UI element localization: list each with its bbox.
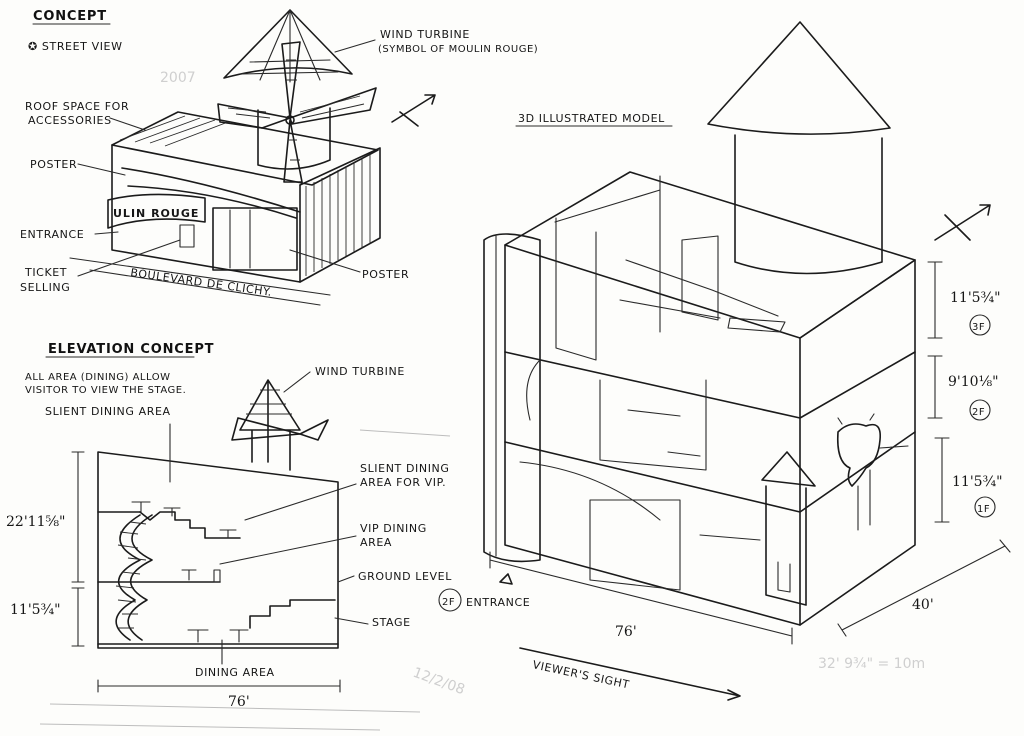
floor-2f-badge: 2F	[972, 407, 985, 418]
elevation-dim-lower: 11'5¾"	[10, 602, 61, 618]
ghost-number: 2007	[160, 70, 196, 86]
elevation-title: ELEVATION CONCEPT	[48, 342, 214, 357]
model-dim-width: 76'	[615, 624, 637, 640]
elevation-turbine-label: WIND TURBINE	[315, 365, 405, 378]
scale-note: 32' 9¾" = 10m	[818, 656, 925, 672]
elevation-note-1: ALL AREA (DINING) ALLOW	[25, 372, 170, 383]
model-title: 3D ILLUSTRATED MODEL	[518, 112, 665, 125]
entrance-label: ENTRANCE	[20, 228, 84, 241]
ticket-label-1: TICKET	[24, 266, 67, 279]
moulin-rouge-sign: ULIN ROUGE	[113, 207, 199, 220]
silent-vip-label-1: SLIENT DINING	[360, 462, 450, 475]
ticket-label-2: SELLING	[20, 281, 70, 294]
elevation-sketch: ELEVATION CONCEPT ALL AREA (DINING) ALLO…	[6, 342, 452, 710]
wind-turbine-note: (SYMBOL OF MOULIN ROUGE)	[378, 44, 538, 55]
roof-space-label-1: ROOF SPACE FOR	[25, 100, 129, 113]
vip-dining-label-2: AREA	[360, 536, 392, 549]
elevation-dim-upper: 22'11⅝"	[6, 514, 66, 530]
vip-dining-label-1: VIP DINING	[360, 522, 427, 535]
model-dim-depth: 40'	[912, 597, 934, 613]
ground-level-label: GROUND LEVEL	[358, 570, 452, 583]
model-dim-3f: 11'5¾"	[950, 290, 1001, 306]
ghost-fraction: 12/2/08	[411, 665, 467, 698]
poster-right-label: POSTER	[362, 268, 409, 281]
floor-1f-badge: 1F	[977, 504, 990, 515]
concept-title: CONCEPT	[33, 9, 107, 24]
model-entrance-label: ENTRANCE	[466, 596, 530, 609]
wind-turbine-label: WIND TURBINE	[380, 28, 470, 41]
silent-vip-label-2: AREA FOR VIP.	[360, 476, 446, 489]
model-dim-1f: 11'5¾"	[952, 474, 1003, 490]
boulevard-label: BOULEVARD DE CLICHY.	[130, 266, 273, 299]
viewers-sight-label: VIEWER'S SIGHT	[531, 658, 630, 691]
dining-area-label: DINING AREA	[195, 666, 275, 679]
silent-dining-label: SLIENT DINING AREA	[45, 405, 171, 418]
model-sketch: 3D ILLUSTRATED MODEL 11'5¾" 3F 9'10⅛" 2F…	[411, 21, 1011, 701]
entrance-floor-badge: 2F	[442, 597, 455, 608]
roof-space-label-2: ACCESSORIES	[28, 114, 112, 127]
street-view-label: ✪ STREET VIEW	[28, 40, 123, 53]
poster-left-label: POSTER	[30, 158, 77, 171]
street-view-sketch: CONCEPT ✪ STREET VIEW 2007 ULIN ROUGE WI…	[20, 9, 538, 306]
elevation-dim-width: 76'	[228, 694, 250, 710]
model-dim-2f: 9'10⅛"	[948, 374, 999, 390]
floor-3f-badge: 3F	[972, 322, 985, 333]
stage-label: STAGE	[372, 616, 411, 629]
elevation-note-2: VISITOR TO VIEW THE STAGE.	[25, 385, 186, 396]
